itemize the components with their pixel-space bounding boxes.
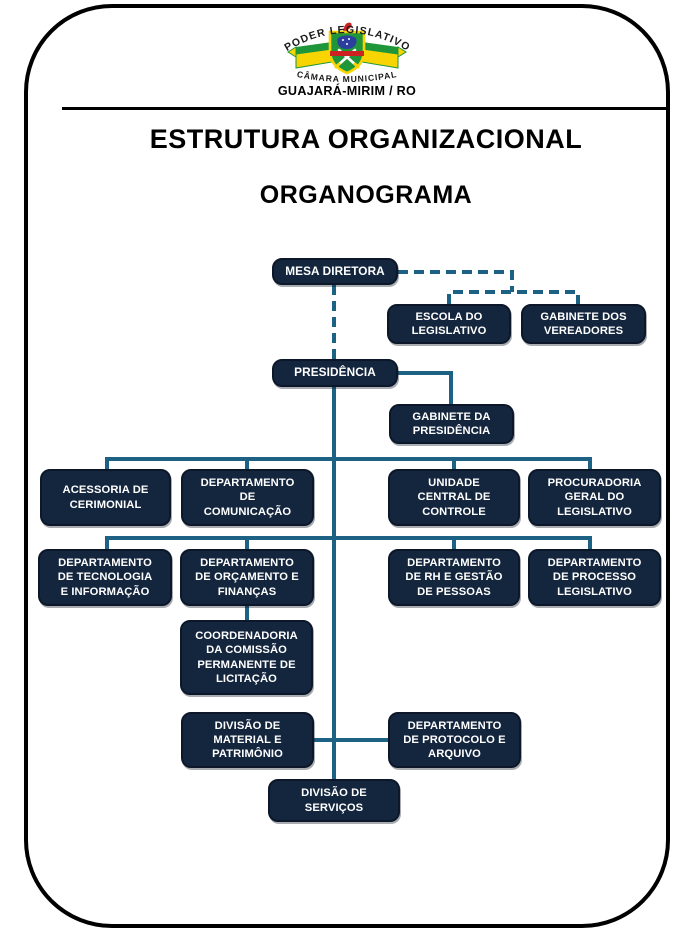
- crest-map: [337, 35, 357, 49]
- node-escola-legislativo: ESCOLA DO LEGISLATIVO: [387, 304, 511, 344]
- node-gabinete-vereadores: GABINETE DOS VEREADORES: [521, 304, 646, 344]
- node-presidencia: PRESIDÊNCIA: [272, 359, 398, 387]
- connector-presidencia-gabinete: [398, 371, 453, 404]
- page-border-frame: [24, 4, 670, 928]
- node-dep-orcamento: DEPARTAMENTO DE ORÇAMENTO E FINANÇAS: [180, 549, 314, 606]
- node-unidade-central-controle: UNIDADE CENTRAL DE CONTROLE: [388, 469, 520, 526]
- logo-city-text: GUAJARÁ-MIRIM / RO: [278, 83, 416, 98]
- page-title: ESTRUTURA ORGANIZACIONAL: [149, 124, 583, 154]
- node-dep-protocolo: DEPARTAMENTO DE PROTOCOLO E ARQUIVO: [388, 712, 521, 768]
- node-divisao-servicos: DIVISÃO DE SERVIÇOS: [268, 779, 400, 822]
- connector-row1-distributor: [105, 457, 592, 469]
- header-divider-line: [62, 107, 669, 110]
- node-mesa-diretora: MESA DIRETORA: [272, 258, 398, 285]
- connector-row2-distributor: [105, 536, 592, 549]
- node-dep-rh: DEPARTAMENTO DE RH E GESTÃO DE PESSOAS: [388, 549, 520, 606]
- connector-dashed-distributor: [447, 290, 580, 304]
- node-divisao-material: DIVISÃO DE MATERIAL E PATRIMÔNIO: [181, 712, 314, 768]
- municipal-crest-logo: PODER LEGISLATIVO CÂMARA MUNICIPAL GUAJA…: [250, 6, 445, 98]
- node-coordenadoria-licitacao: COORDENADORIA DA COMISSÃO PERMANENTE DE …: [180, 620, 313, 695]
- node-acessoria-cerimonial: ACESSORIA DE CERIMONIAL: [40, 469, 171, 526]
- node-dep-processo: DEPARTAMENTO DE PROCESSO LEGISLATIVO: [528, 549, 661, 606]
- node-dep-tecnologia: DEPARTAMENTO DE TECNOLOGIA E INFORMAÇÃO: [38, 549, 172, 606]
- page-subtitle: ORGANOGRAMA: [259, 181, 473, 209]
- node-gabinete-presidencia: GABINETE DA PRESIDÊNCIA: [389, 404, 514, 444]
- crest-cap: [343, 22, 352, 33]
- crest-band: [330, 51, 364, 56]
- logo-middle-text: CÂMARA MUNICIPAL: [296, 69, 398, 84]
- node-dep-comunicacao: DEPARTAMENTO DE COMUNICAÇÃO: [181, 469, 314, 526]
- connector-mesa-dashed-feed: [398, 270, 514, 292]
- crest-svg: PODER LEGISLATIVO CÂMARA MUNICIPAL GUAJA…: [278, 22, 416, 98]
- node-procuradoria-geral: PROCURADORIA GERAL DO LEGISLATIVO: [528, 469, 661, 526]
- logo-middle-textpath: CÂMARA MUNICIPAL: [296, 69, 397, 84]
